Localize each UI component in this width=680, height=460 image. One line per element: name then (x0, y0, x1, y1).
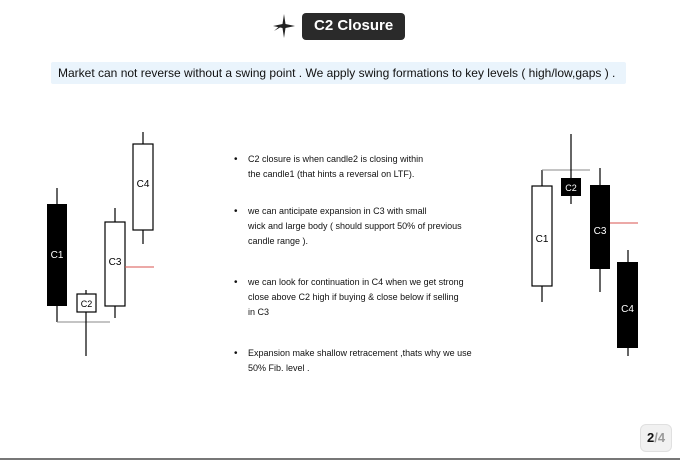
note-item: Expansion make shallow retracement ,that… (234, 346, 504, 376)
page-total: 4 (657, 430, 666, 445)
c1-body (47, 204, 67, 306)
c4-label: C4 (621, 304, 634, 315)
bottom-divider (0, 458, 680, 460)
page-current: 2 (646, 430, 655, 445)
page-indicator: 2/4 (640, 424, 672, 452)
c1-label: C1 (51, 250, 64, 261)
page-separator: / (654, 430, 658, 445)
c2-label: C2 (81, 299, 93, 309)
c4-body (617, 262, 638, 348)
header: C2 Closure (270, 12, 406, 40)
c1-label: C1 (536, 234, 549, 245)
left-candle-diagram: C1 C2 C3 C4 (47, 132, 154, 356)
intro-banner: Market can not reverse without a swing p… (51, 62, 626, 84)
c1-body (531, 185, 553, 287)
c3-body (104, 221, 126, 307)
c4-label: C4 (137, 179, 150, 190)
c2-body (561, 178, 581, 196)
c3-body (590, 185, 610, 269)
c4-body (132, 143, 154, 231)
note-item: we can anticipate expansion in C3 with s… (234, 204, 504, 249)
c2-label: C2 (565, 183, 577, 193)
sparkle-logo-icon (273, 14, 295, 38)
note-item: we can look for continuation in C4 when … (234, 275, 504, 320)
c3-label: C3 (109, 257, 122, 268)
c3-label: C3 (594, 226, 607, 237)
right-candle-diagram: C1 C2 C3 C4 (531, 134, 638, 356)
notes-list: C2 closure is when candle2 is closing wi… (234, 152, 504, 376)
page-title: C2 Closure (302, 12, 406, 40)
c2-body (76, 293, 97, 313)
note-item: C2 closure is when candle2 is closing wi… (234, 152, 504, 182)
